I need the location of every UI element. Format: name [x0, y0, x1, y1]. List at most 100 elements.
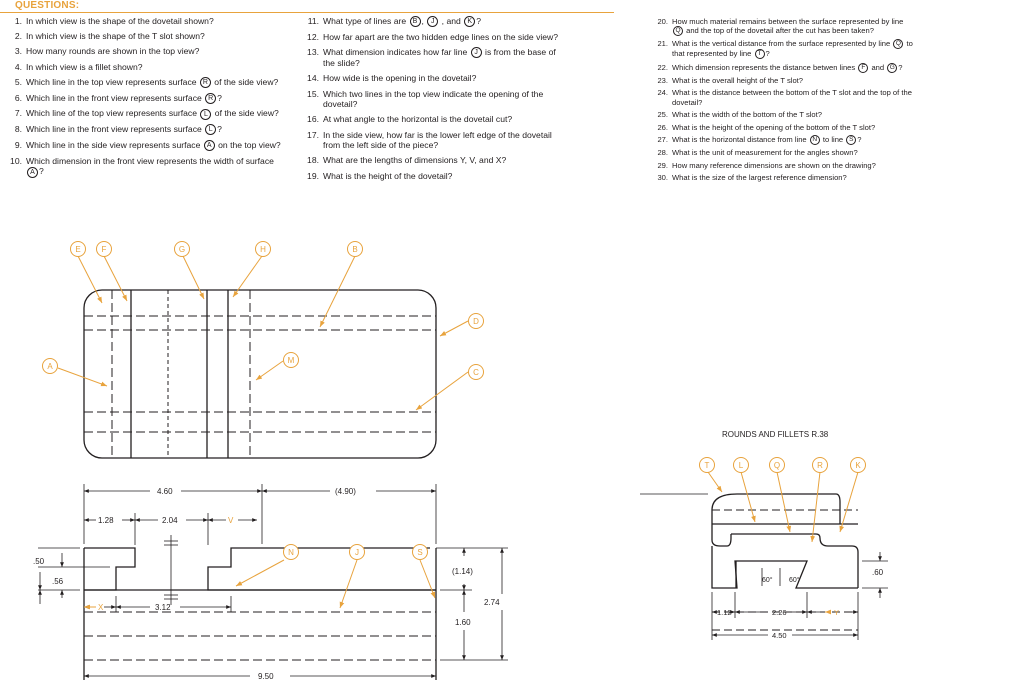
- question-text: What is the size of the largest referenc…: [672, 173, 847, 183]
- svg-text:E: E: [75, 245, 80, 254]
- svg-text:S: S: [417, 548, 422, 557]
- callout-D: D: [468, 313, 484, 329]
- question-text: Which line in the side view represents s…: [26, 140, 281, 152]
- top-view: [83, 289, 437, 459]
- question-17: 17. In the side view, how far is the low…: [302, 130, 570, 151]
- rounds-fillets-note: ROUNDS AND FILLETS R.38: [722, 430, 829, 439]
- question-number: 13.: [307, 47, 319, 58]
- question-19: 19. What is the height of the dovetail?: [302, 171, 570, 182]
- dim-2.74: 2.74: [484, 598, 500, 607]
- question-18: 18. What are the lengths of dimensions Y…: [302, 155, 570, 166]
- circled-letter: N: [809, 135, 820, 146]
- question-text: What is the overall height of the T slot…: [672, 75, 803, 85]
- question-text: What is the horizontal distance from lin…: [672, 135, 862, 146]
- question-text: How many reference dimensions are shown …: [672, 160, 876, 170]
- callout-F: F: [96, 241, 112, 257]
- question-text: Which two lines in the top view indicate…: [323, 88, 544, 110]
- question-23: 23. What is the overall height of the T …: [653, 76, 915, 85]
- question-number: 16.: [307, 114, 319, 125]
- question-24: 24. What is the distance between the bot…: [653, 88, 915, 107]
- question-text: What are the lengths of dimensions Y, V,…: [323, 155, 507, 166]
- question-text: Which line in the front view represents …: [26, 92, 222, 104]
- svg-text:J: J: [355, 548, 359, 557]
- question-number: 5.: [14, 76, 22, 87]
- callout-B: B: [347, 241, 363, 257]
- svg-text:L: L: [739, 461, 744, 470]
- callout-L: L: [733, 457, 749, 473]
- callout-N: N: [283, 544, 299, 560]
- question-3: 3. How many rounds are shown in the top …: [5, 46, 283, 57]
- question-number: 6.: [14, 92, 22, 103]
- question-text: In which view is the shape of the doveta…: [26, 16, 214, 26]
- question-number: 25.: [657, 110, 668, 120]
- circled-letter: Q: [893, 39, 904, 50]
- question-10: 10. Which dimension in the front view re…: [5, 156, 283, 178]
- question-text: At what angle to the horizontal is the d…: [323, 114, 513, 125]
- circled-letter: B: [409, 16, 421, 28]
- question-text: What is the width of the bottom of the T…: [672, 110, 822, 120]
- callout-A: A: [42, 358, 58, 374]
- callout-M: M: [283, 352, 299, 368]
- side-view: [711, 493, 859, 631]
- title-rule: [0, 12, 614, 13]
- dim-4.50: 4.50: [772, 631, 787, 640]
- question-number: 28.: [657, 148, 668, 158]
- question-number: 24.: [657, 88, 668, 98]
- circled-letter: G: [887, 62, 898, 73]
- question-number: 8.: [14, 124, 22, 135]
- question-number: 18.: [307, 155, 319, 166]
- callout-K: K: [850, 457, 866, 473]
- callout-S: S: [412, 544, 428, 560]
- svg-text:R: R: [817, 461, 823, 470]
- svg-text:N: N: [288, 548, 294, 557]
- question-16: 16. At what angle to the horizontal is t…: [302, 114, 570, 125]
- dim-1.28: 1.28: [98, 516, 114, 525]
- svg-text:Q: Q: [774, 461, 780, 470]
- dim-0.50: .50: [33, 557, 45, 566]
- circled-letter: Q: [673, 26, 683, 37]
- question-text: What dimension indicates how far line J …: [323, 47, 556, 69]
- dim-9.50: 9.50: [258, 672, 274, 681]
- circled-letter: A: [27, 166, 38, 178]
- question-4: 4. In which view is a fillet shown?: [5, 62, 283, 73]
- circled-letter: S: [846, 135, 857, 146]
- dim-1.14: (1.14): [452, 567, 473, 576]
- questions-column-1: 1. In which view is the shape of the dov…: [5, 16, 283, 182]
- question-30: 30. What is the size of the largest refe…: [653, 173, 915, 182]
- callout-E: E: [70, 241, 86, 257]
- question-number: 2.: [14, 31, 22, 42]
- question-22: 22. Which dimension represents the dista…: [653, 62, 915, 73]
- question-text: What is the unit of measurement for the …: [672, 148, 858, 158]
- dim-2.26: 2.26: [772, 608, 787, 617]
- svg-text:K: K: [855, 461, 861, 470]
- circled-letter: F: [858, 62, 869, 73]
- question-number: 1.: [14, 16, 22, 26]
- question-12: 12. How far apart are the two hidden edg…: [302, 32, 570, 43]
- question-text: How wide is the opening in the dovetail?: [323, 73, 477, 84]
- question-number: 14.: [307, 73, 319, 84]
- question-text: What is the distance between the bottom …: [672, 88, 912, 107]
- dim-4.60: 4.60: [157, 487, 173, 496]
- circled-letter: K: [464, 16, 476, 28]
- question-number: 30.: [657, 173, 668, 183]
- circled-letter: T: [754, 49, 765, 60]
- question-text: What is the vertical distance from the s…: [672, 39, 913, 60]
- circled-letter: L: [200, 108, 212, 120]
- svg-text:T: T: [705, 461, 710, 470]
- svg-text:H: H: [260, 245, 266, 254]
- question-text: Which dimension in the front view repres…: [26, 155, 274, 178]
- question-11: 11. What type of lines are B, J , and K?: [302, 16, 570, 28]
- circled-letter: J: [470, 47, 482, 59]
- dim-2.04: 2.04: [162, 516, 178, 525]
- dim-X: X: [98, 603, 104, 612]
- question-14: 14. How wide is the opening in the dovet…: [302, 73, 570, 84]
- question-15: 15. Which two lines in the top view indi…: [302, 89, 570, 110]
- callout-C: C: [468, 364, 484, 380]
- question-number: 9.: [14, 140, 22, 151]
- question-text: How much material remains between the su…: [672, 17, 904, 37]
- question-number: 26.: [657, 122, 668, 132]
- question-13: 13. What dimension indicates how far lin…: [302, 47, 570, 69]
- front-view: [83, 535, 437, 680]
- question-20: 20. How much material remains between th…: [653, 17, 915, 37]
